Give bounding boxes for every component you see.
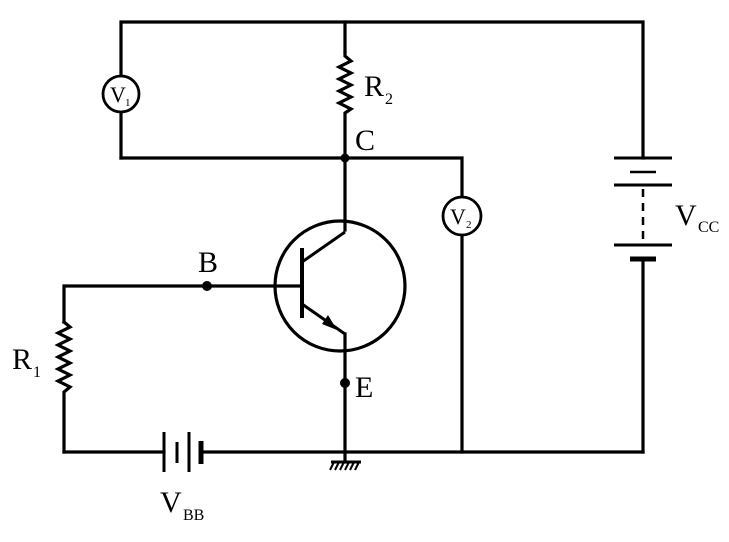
- r1-subscript: 1: [33, 364, 41, 381]
- r1-label: R: [12, 343, 32, 376]
- voltmeter-v1-subscript: 1: [125, 97, 131, 109]
- voltmeter-v2: V 2: [441, 195, 483, 237]
- v1-branch-wire: [119, 110, 347, 160]
- base-node: [202, 281, 212, 291]
- resistor-r1: [54, 319, 74, 454]
- voltmeter-v1: V 1: [101, 74, 141, 114]
- r2-label: R: [364, 70, 384, 103]
- battery-vbb: [162, 432, 204, 472]
- vcc-label: V: [675, 199, 697, 232]
- ground-icon: [329, 460, 361, 471]
- npn-transistor: [273, 156, 407, 464]
- base-label: B: [198, 246, 218, 279]
- emitter-arrow-icon: [322, 315, 337, 330]
- battery-vcc: [614, 156, 672, 262]
- voltmeter-v2-label: V: [450, 204, 466, 229]
- vcc-subscript: CC: [698, 219, 719, 236]
- emitter-node: [340, 378, 350, 388]
- base-wire: [62, 284, 304, 324]
- top-rail-wire: [119, 20, 645, 160]
- emitter-label: E: [355, 371, 373, 404]
- v2-branch-wire: [343, 156, 464, 454]
- transistor-emitter-arm: [301, 302, 346, 336]
- resistor-r2: [335, 50, 355, 160]
- r2-subscript: 2: [385, 91, 393, 108]
- voltmeter-v2-subscript: 2: [466, 219, 472, 231]
- vbb-label: V: [160, 486, 182, 519]
- transistor-collector-arm: [301, 230, 346, 264]
- collector-label: C: [355, 124, 375, 157]
- vbb-subscript: BB: [183, 507, 204, 524]
- voltmeter-v1-label: V: [110, 82, 126, 107]
